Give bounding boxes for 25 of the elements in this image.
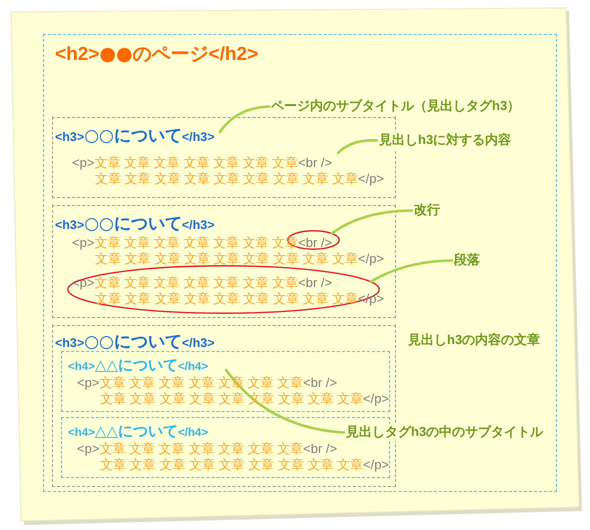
heading-text: <h3>○○について</h3>: [55, 331, 215, 354]
heading-text: <h4>△△について</h4>: [68, 422, 208, 442]
code-line: 文章 文章 文章 文章 文章 文章 文章 文章 文章</p>: [95, 251, 384, 268]
callout-text: 段落: [453, 252, 481, 269]
leader-line: [224, 368, 346, 434]
leader-line: [336, 139, 378, 154]
code-line: <p>文章 文章 文章 文章 文章 文章 文章<br />: [77, 441, 338, 458]
heading-text: <h4>△△について</h4>: [68, 356, 208, 376]
leader-line: [218, 105, 270, 134]
callout-text: 見出しタグh3の中のサブタイトル: [345, 424, 544, 441]
leader-line: [330, 209, 414, 235]
code-line: <p>文章 文章 文章 文章 文章 文章 文章<br />: [72, 155, 332, 172]
heading-text: <h3>○○について</h3>: [55, 125, 215, 148]
heading-text: <h3>○○について</h3>: [55, 213, 215, 236]
heading-text: <h2>●●のページ</h2>: [55, 43, 258, 66]
leader-line: [369, 259, 454, 284]
callout-text: 見出しh3に対する内容: [378, 132, 512, 149]
code-line: 文章 文章 文章 文章 文章 文章 文章 文章 文章</p>: [95, 171, 384, 188]
code-line: 文章 文章 文章 文章 文章 文章 文章 文章 文章</p>: [100, 457, 390, 474]
section-box: [52, 205, 396, 318]
section-box: [61, 351, 390, 412]
code-line: <p>文章 文章 文章 文章 文章 文章 文章<br />: [72, 275, 332, 292]
callout-text: 改行: [413, 202, 441, 219]
section-box: [43, 34, 557, 492]
callout-text: 見出しh3の内容の文章: [407, 332, 542, 349]
